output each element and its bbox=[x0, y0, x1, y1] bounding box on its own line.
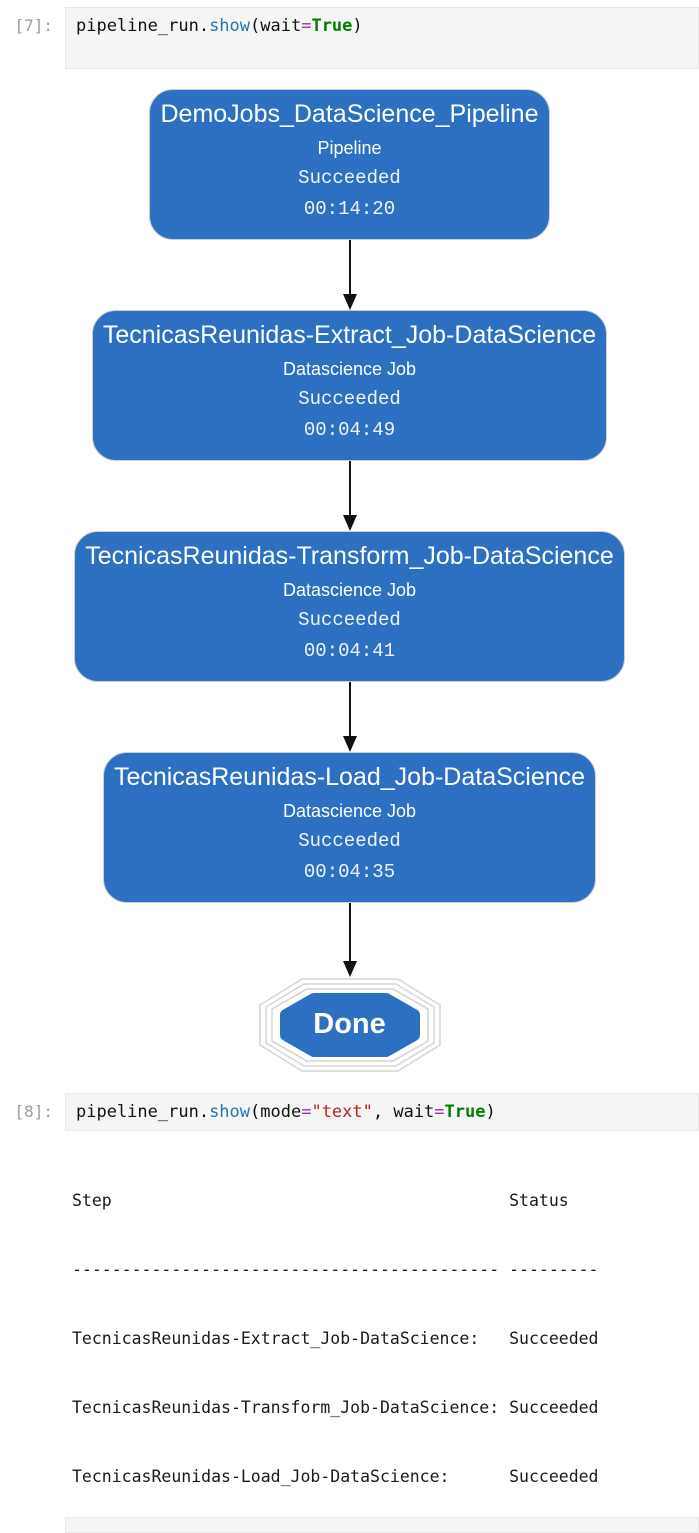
pipeline-text-output: Step Status ----------------------------… bbox=[72, 1143, 699, 1511]
node-kind: Datascience Job bbox=[282, 801, 417, 821]
node-duration: 00:04:49 bbox=[303, 419, 396, 441]
flow-arrow bbox=[342, 461, 357, 531]
pipeline-node-transform: TecnicasReunidas-Transform_Job-DataScien… bbox=[74, 531, 625, 682]
done-label: Done bbox=[313, 1007, 386, 1040]
arrow-line bbox=[348, 461, 351, 516]
node-title: TecnicasReunidas-Transform_Job-DataScien… bbox=[85, 542, 614, 570]
flow-arrow bbox=[342, 240, 357, 310]
node-status: Succeeded bbox=[298, 388, 401, 410]
pipeline-node-root: DemoJobs_DataScience_Pipeline Pipeline S… bbox=[149, 89, 550, 240]
node-title: TecnicasReunidas-Extract_Job-DataScience bbox=[102, 321, 597, 349]
node-duration: 00:04:41 bbox=[303, 640, 396, 662]
pipeline-node-load: TecnicasReunidas-Load_Job-DataScience Da… bbox=[102, 752, 597, 903]
arrow-line bbox=[348, 903, 351, 962]
arrow-head-icon bbox=[342, 294, 357, 310]
node-kind: Datascience Job bbox=[282, 580, 417, 600]
code-input-8[interactable]: pipeline_run.show(mode="text", wait=True… bbox=[65, 1093, 699, 1131]
flow-arrow bbox=[342, 682, 357, 752]
arrow-head-icon bbox=[342, 961, 357, 977]
done-node-rings bbox=[258, 978, 441, 1072]
output-divider-row: ----------------------------------------… bbox=[72, 1260, 599, 1279]
next-cell-input-partial[interactable] bbox=[65, 1517, 699, 1533]
arrow-head-icon bbox=[342, 736, 357, 752]
arrow-head-icon bbox=[342, 515, 357, 531]
code-input-7[interactable]: pipeline_run.show(wait=True) bbox=[65, 7, 699, 69]
code-cell-7: [7]: pipeline_run.show(wait=True) bbox=[0, 7, 699, 69]
node-status: Succeeded bbox=[298, 167, 401, 189]
node-kind: Datascience Job bbox=[282, 359, 417, 379]
node-duration: 00:14:20 bbox=[303, 198, 396, 220]
node-title: TecnicasReunidas-Load_Job-DataScience bbox=[113, 763, 586, 791]
output-header-row: Step Status bbox=[72, 1191, 569, 1210]
pipeline-node-extract: TecnicasReunidas-Extract_Job-DataScience… bbox=[91, 310, 608, 461]
code-text-8: pipeline_run.show(mode="text", wait=True… bbox=[76, 1102, 496, 1122]
code-text-7: pipeline_run.show(wait=True) bbox=[76, 16, 363, 36]
flow-arrow bbox=[342, 903, 357, 977]
node-status: Succeeded bbox=[298, 609, 401, 631]
done-node: Done bbox=[258, 977, 442, 1073]
node-status: Succeeded bbox=[298, 830, 401, 852]
output-step-row: TecnicasReunidas-Extract_Job-DataScience… bbox=[72, 1329, 599, 1348]
output-step-row: TecnicasReunidas-Load_Job-DataScience: S… bbox=[72, 1467, 599, 1486]
output-step-row: TecnicasReunidas-Transform_Job-DataScien… bbox=[72, 1398, 599, 1417]
arrow-line bbox=[348, 682, 351, 737]
arrow-line bbox=[348, 240, 351, 295]
code-cell-8: [8]: pipeline_run.show(mode="text", wait… bbox=[0, 1093, 699, 1131]
execution-count-8: [8]: bbox=[14, 1102, 53, 1121]
execution-count-7: [7]: bbox=[14, 16, 53, 35]
node-kind: Pipeline bbox=[317, 138, 382, 158]
node-title: DemoJobs_DataScience_Pipeline bbox=[160, 100, 539, 128]
node-duration: 00:04:35 bbox=[303, 861, 396, 883]
pipeline-graph-output: DemoJobs_DataScience_Pipeline Pipeline S… bbox=[0, 89, 699, 1073]
